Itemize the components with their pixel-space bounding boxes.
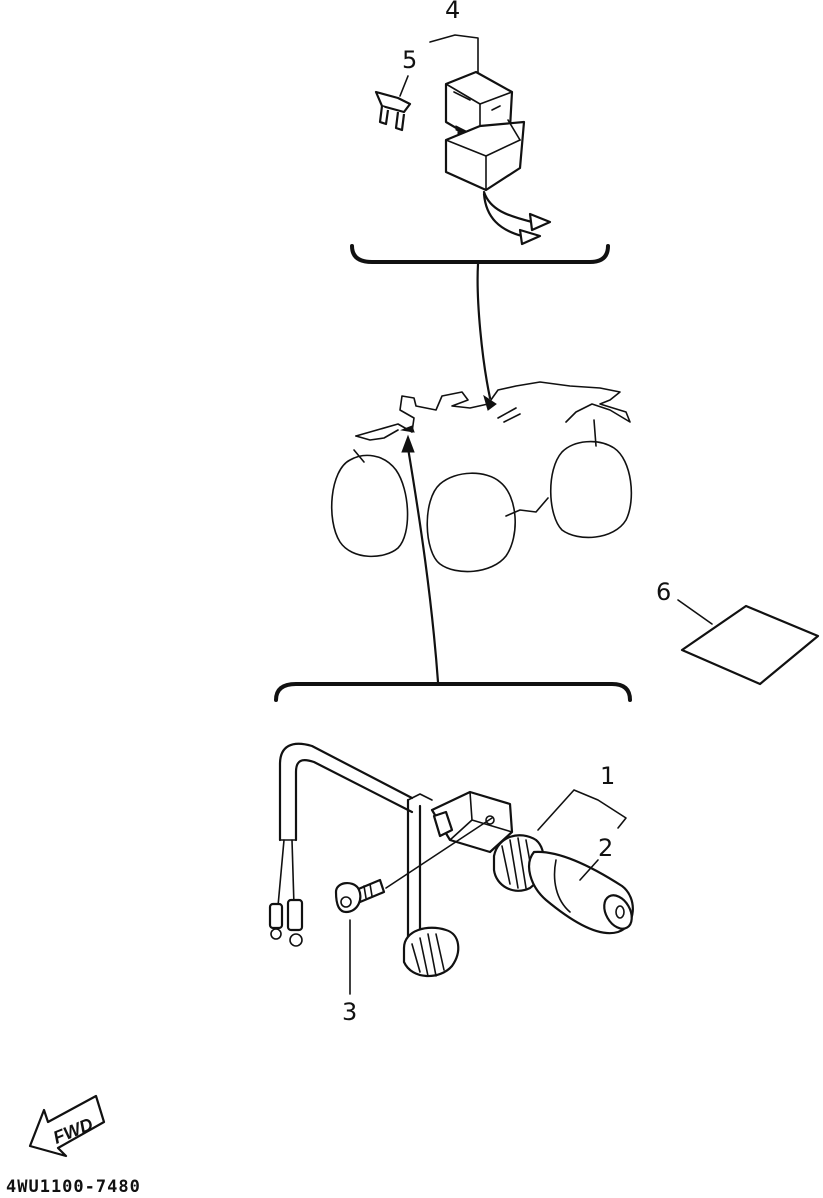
- bolt-axis-line: [385, 817, 493, 889]
- label-sheet-group: 6: [656, 578, 820, 686]
- grip-part: [528, 850, 634, 935]
- diagram-part-number: 4WU1100-7480: [6, 1177, 141, 1197]
- callout-6-leader: [677, 599, 713, 625]
- fuse-part: [374, 90, 412, 132]
- callout-2-label: 2: [598, 834, 613, 862]
- top-group-brace: [350, 244, 610, 264]
- switch-body: [430, 790, 514, 854]
- bottom-group-brace: [274, 682, 632, 702]
- relay-assembly-group: 4 5: [350, 0, 610, 411]
- callout-4-bracket: [429, 34, 479, 81]
- label-sheet-part: [680, 604, 820, 686]
- bolt-part: [334, 878, 386, 914]
- callout-3-label: 3: [342, 998, 357, 1026]
- callout-6-label: 6: [656, 578, 671, 606]
- callout-5-label: 5: [402, 46, 417, 74]
- wire-connectors: [268, 898, 304, 947]
- callout-2-leader: [579, 859, 599, 881]
- switch-assembly-group: 1 2 3: [268, 434, 634, 1026]
- top-leader-line: [476, 262, 492, 400]
- atv-vehicle-outline: [330, 381, 633, 573]
- callout-1-bracket: [537, 789, 627, 831]
- lever-pad: [402, 926, 460, 978]
- relay-block: [444, 70, 552, 246]
- callout-1-label: 1: [600, 762, 615, 790]
- callout-5-leader: [399, 75, 409, 97]
- callout-4-label: 4: [445, 0, 460, 24]
- bottom-leader-line: [406, 446, 440, 684]
- fwd-direction-arrow: FWD: [28, 1094, 106, 1158]
